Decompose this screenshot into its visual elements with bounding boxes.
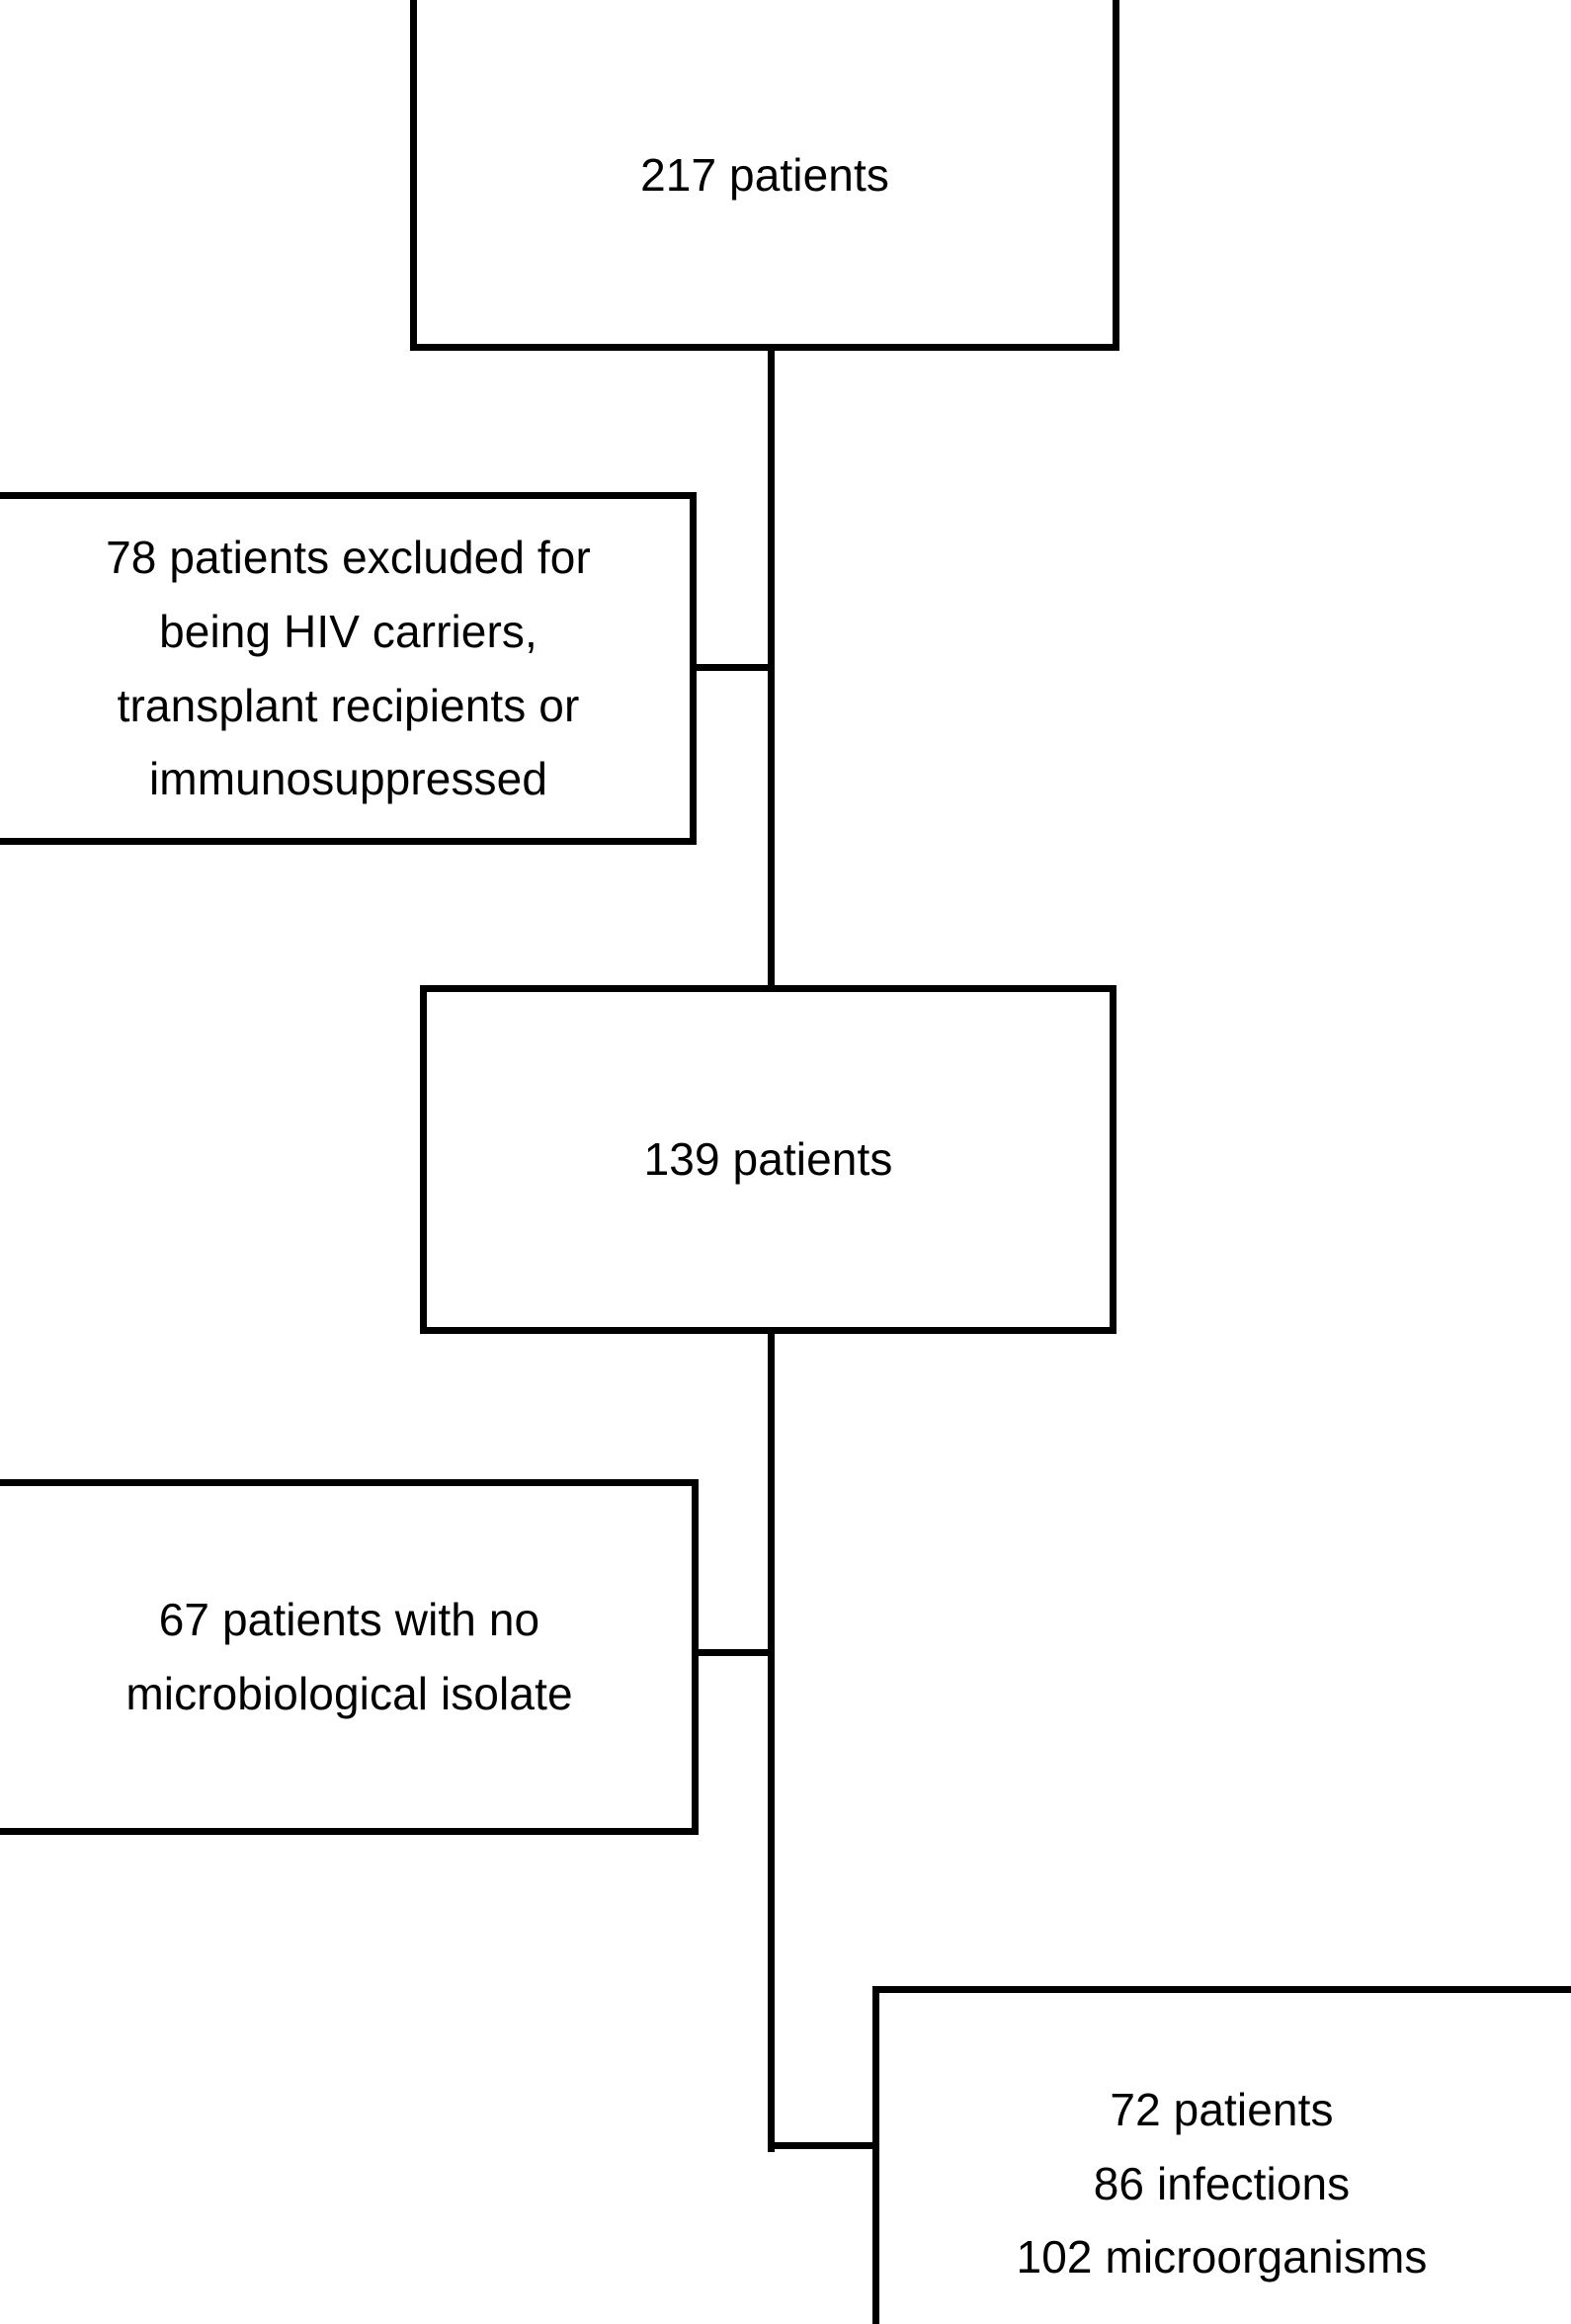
connector-remaining-to-final <box>768 1327 775 2152</box>
flowchart-node-remaining-patients: 139 patients <box>420 985 1116 1334</box>
node-label-no-microbiological-isolate: 67 patients with no microbiological isol… <box>125 1594 573 1719</box>
node-label-excluded-patients: 78 patients excluded for being HIV carri… <box>106 532 591 805</box>
node-label-remaining-patients: 139 patients <box>643 1133 893 1186</box>
node-label-final-cohort: 72 patients 86 infections 102 microorgan… <box>1016 2084 1428 2283</box>
flowchart-node-no-microbiological-isolate: 67 patients with no microbiological isol… <box>0 1479 699 1835</box>
flowchart-node-total-patients: 217 patients <box>410 0 1119 351</box>
connector-branch-excluded <box>690 664 775 671</box>
flowchart-node-final-cohort: 72 patients 86 infections 102 microorgan… <box>872 1986 1571 2324</box>
connector-branch-no-isolate <box>692 1649 775 1656</box>
connector-branch-final <box>768 2142 879 2149</box>
flowchart-node-excluded-patients: 78 patients excluded for being HIV carri… <box>0 492 697 845</box>
node-label-total-patients: 217 patients <box>640 149 889 202</box>
